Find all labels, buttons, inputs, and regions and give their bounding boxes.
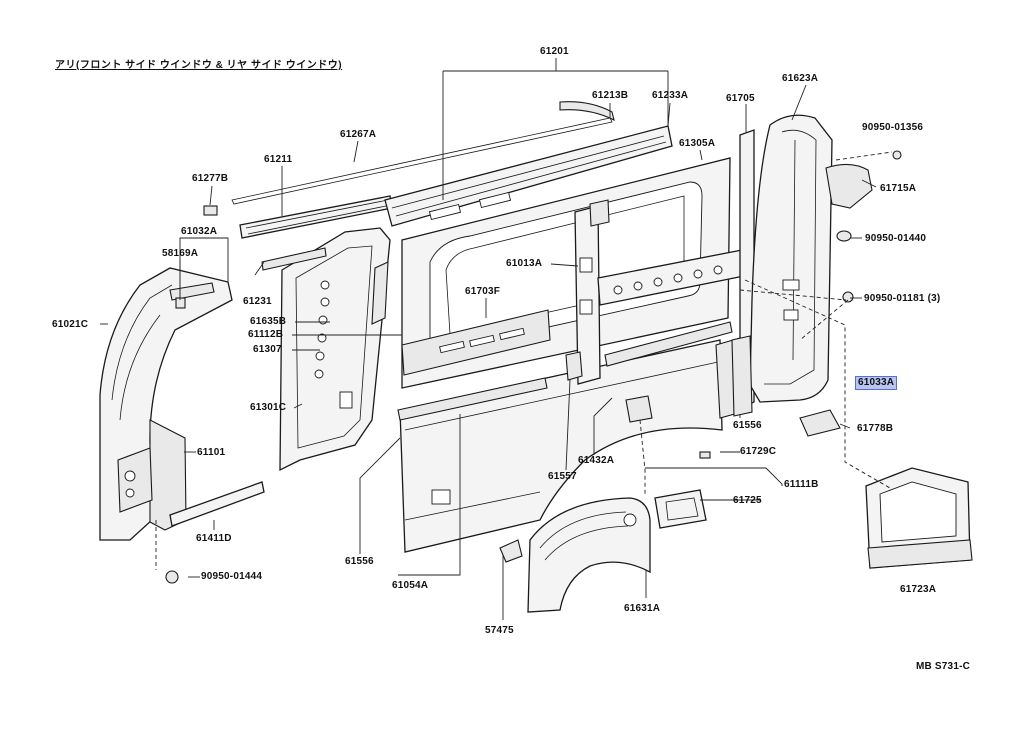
part-label-61231[interactable]: 61231 <box>243 296 272 307</box>
clip-58169a <box>175 297 186 309</box>
leader-lines <box>100 58 893 620</box>
fuel-box-61725 <box>654 489 707 529</box>
diagram-code: MB S731-C <box>916 661 971 672</box>
part-label-61021c[interactable]: 61021C <box>52 319 89 330</box>
part-label-61054a[interactable]: 61054A <box>392 580 429 591</box>
bolt-90950-01444 <box>165 570 179 584</box>
roof-rail-upper-61201 <box>384 125 673 227</box>
rear-frame-61723a <box>865 467 973 569</box>
part-label-61013a[interactable]: 61013A <box>506 258 543 269</box>
reinforcement-61054a <box>397 377 548 421</box>
part-label-90950-01356[interactable]: 90950-01356 <box>862 122 924 133</box>
part-label-61301c[interactable]: 61301C <box>250 402 287 413</box>
part-label-61715a[interactable]: 61715A <box>880 183 917 194</box>
wheelhouse-61631a <box>527 497 651 613</box>
part-label-61112b[interactable]: 61112B <box>248 329 284 340</box>
part-label-61623a[interactable]: 61623A <box>782 73 819 84</box>
part-label-61201[interactable]: 61201 <box>540 46 569 57</box>
part-label-61729c[interactable]: 61729C <box>740 446 777 457</box>
reinforcement-61432a <box>604 321 733 367</box>
part-label-90950-01444[interactable]: 90950-01444 <box>201 571 263 582</box>
plug-90950-01181 <box>842 291 854 303</box>
part-label-61411d[interactable]: 61411D <box>196 533 232 544</box>
rear-corner-61623a <box>749 114 833 403</box>
bracket-57475 <box>499 539 523 563</box>
pillar-61556-right <box>731 335 753 417</box>
center-pillar-61301c <box>261 227 391 472</box>
part-label-90950-01181[interactable]: 90950-01181 (3) <box>864 293 941 304</box>
part-label-61233a[interactable]: 61233A <box>652 90 689 101</box>
cross-member-61013a <box>565 199 610 385</box>
part-label-61703f[interactable]: 61703F <box>465 286 501 297</box>
pad-61778b <box>799 409 841 437</box>
part-label-57475[interactable]: 57475 <box>485 625 514 636</box>
part-label-61033a-highlighted[interactable]: 61033A <box>855 376 898 390</box>
part-label-61305a[interactable]: 61305A <box>679 138 716 149</box>
part-label-61778b[interactable]: 61778B <box>857 423 894 434</box>
clip-61729c <box>699 451 711 459</box>
part-label-61267a[interactable]: 61267A <box>340 129 377 140</box>
front-pillar-61021c <box>99 267 233 541</box>
clip-61277b <box>203 205 218 216</box>
part-label-61705[interactable]: 61705 <box>726 93 755 104</box>
part-label-61213b[interactable]: 61213B <box>592 90 629 101</box>
part-label-61631a[interactable]: 61631A <box>624 603 661 614</box>
fuel-lid-61729c <box>625 395 653 423</box>
belt-rail-61112b <box>401 309 551 376</box>
plug-90950-01356 <box>892 150 902 160</box>
part-label-61111b[interactable]: 61111B <box>784 479 819 490</box>
part-label-61211[interactable]: 61211 <box>264 154 293 165</box>
roof-rail-61213b <box>559 101 615 122</box>
part-label-61307[interactable]: 61307 <box>253 344 282 355</box>
part-label-61557[interactable]: 61557 <box>548 471 577 482</box>
part-label-58169a[interactable]: 58169A <box>162 248 199 259</box>
part-label-90950-01440[interactable]: 90950-01440 <box>865 233 927 244</box>
part-label-61556-left[interactable]: 61556 <box>345 556 374 567</box>
part-label-61635b[interactable]: 61635B <box>250 316 287 327</box>
rocker-panel-61411d <box>169 481 265 527</box>
part-label-61277b[interactable]: 61277B <box>192 173 229 184</box>
part-label-61723a[interactable]: 61723A <box>900 584 937 595</box>
header-note: アリ(フロント サイド ウインドウ & リヤ サイド ウインドウ) <box>55 60 343 71</box>
part-label-61725[interactable]: 61725 <box>733 495 762 506</box>
part-label-61556-right[interactable]: 61556 <box>733 420 762 431</box>
plug-90950-01440 <box>836 230 852 242</box>
part-label-61032a[interactable]: 61032A <box>181 226 218 237</box>
part-label-61101[interactable]: 61101 <box>197 447 226 458</box>
part-label-61432a[interactable]: 61432A <box>578 455 615 466</box>
extension-61715a <box>825 163 873 209</box>
roof-rail-61267a <box>231 117 613 205</box>
